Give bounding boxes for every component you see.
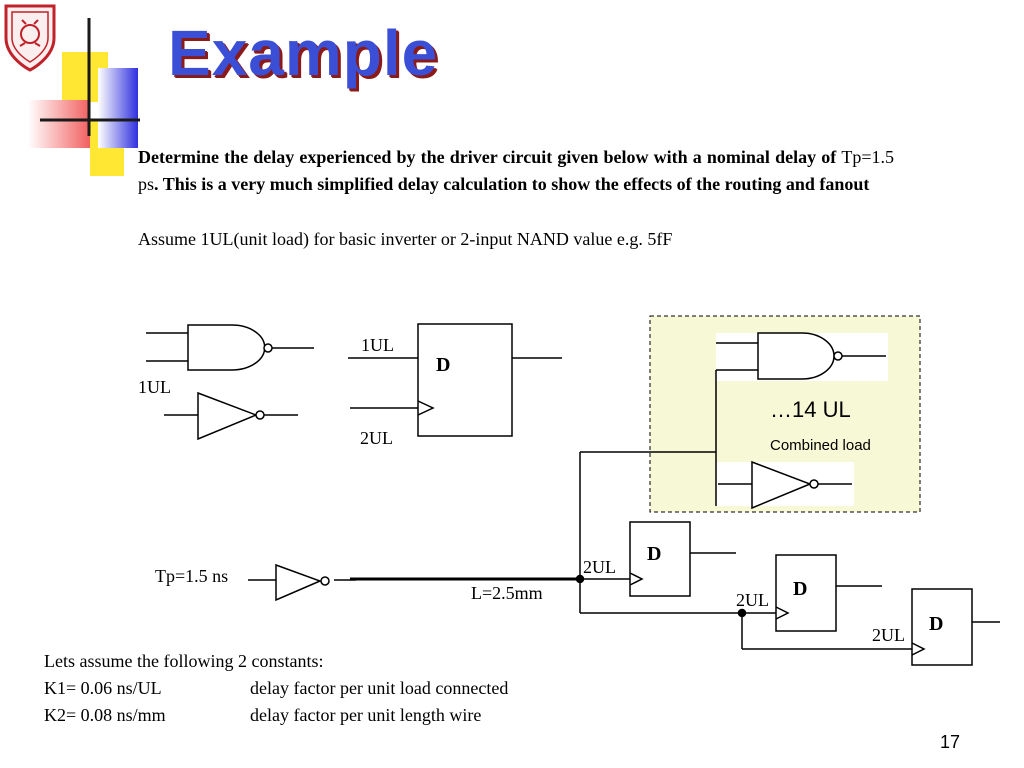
constant-k1-description: delay factor per unit load connected [250, 678, 509, 698]
constants-intro: Lets assume the following 2 constants: [44, 651, 324, 671]
driver-delay-label: Tp=1.5 ns [155, 566, 228, 586]
assumption-text: Assume 1UL(unit load) for basic inverter… [138, 229, 673, 249]
flip-flop-2 [580, 554, 882, 632]
ff2-label: D [793, 578, 807, 600]
deco-square-blue [98, 68, 138, 148]
legend-flip-flop [348, 323, 562, 437]
nominal-delay-value: Tp=1.5 ps [138, 147, 894, 194]
wire-length-label: L=2.5mm [471, 583, 543, 603]
combined-count-label: …14 UL [770, 397, 851, 422]
legend-ff-label: D [436, 354, 450, 376]
problem-text-part-2: . This is a very much simplified delay c… [154, 174, 870, 194]
constant-k2-description: delay factor per unit length wire [250, 705, 482, 725]
legend-ff-d-load-label: 1UL [361, 335, 394, 355]
page-number: 17 [940, 732, 961, 752]
flip-flop-1 [580, 521, 736, 597]
legend-gate-load-label: 1UL [138, 377, 171, 397]
combined-inverter [718, 460, 852, 510]
legend-nand-gate [146, 324, 314, 371]
problem-text-part-1: Determine the delay experienced by the d… [138, 147, 842, 167]
ff1-clk-load-label: 2UL [583, 557, 616, 577]
ff2-clk-load-label: 2UL [736, 590, 769, 610]
legend-ff-clk-load-label: 2UL [360, 428, 393, 448]
constant-k1-name: K1= 0.06 ns/UL [44, 678, 162, 698]
driver-inverter [248, 563, 356, 602]
combined-load-label: Combined load [770, 437, 871, 454]
problem-statement: Determine the delay experienced by the d… [138, 144, 894, 198]
ff3-label: D [929, 613, 943, 635]
deco-square-red [28, 100, 90, 148]
combined-nand-gate [716, 332, 886, 380]
flip-flop-3 [742, 588, 1000, 666]
crest-logo-icon [4, 4, 56, 72]
legend-inverter [164, 391, 298, 441]
decorative-corner-graphic [28, 18, 140, 176]
constant-k2-name: K2= 0.08 ns/mm [44, 705, 166, 725]
ff3-clk-load-label: 2UL [872, 625, 905, 645]
ff1-label: D [647, 543, 661, 565]
slide-title: Example [168, 17, 439, 89]
